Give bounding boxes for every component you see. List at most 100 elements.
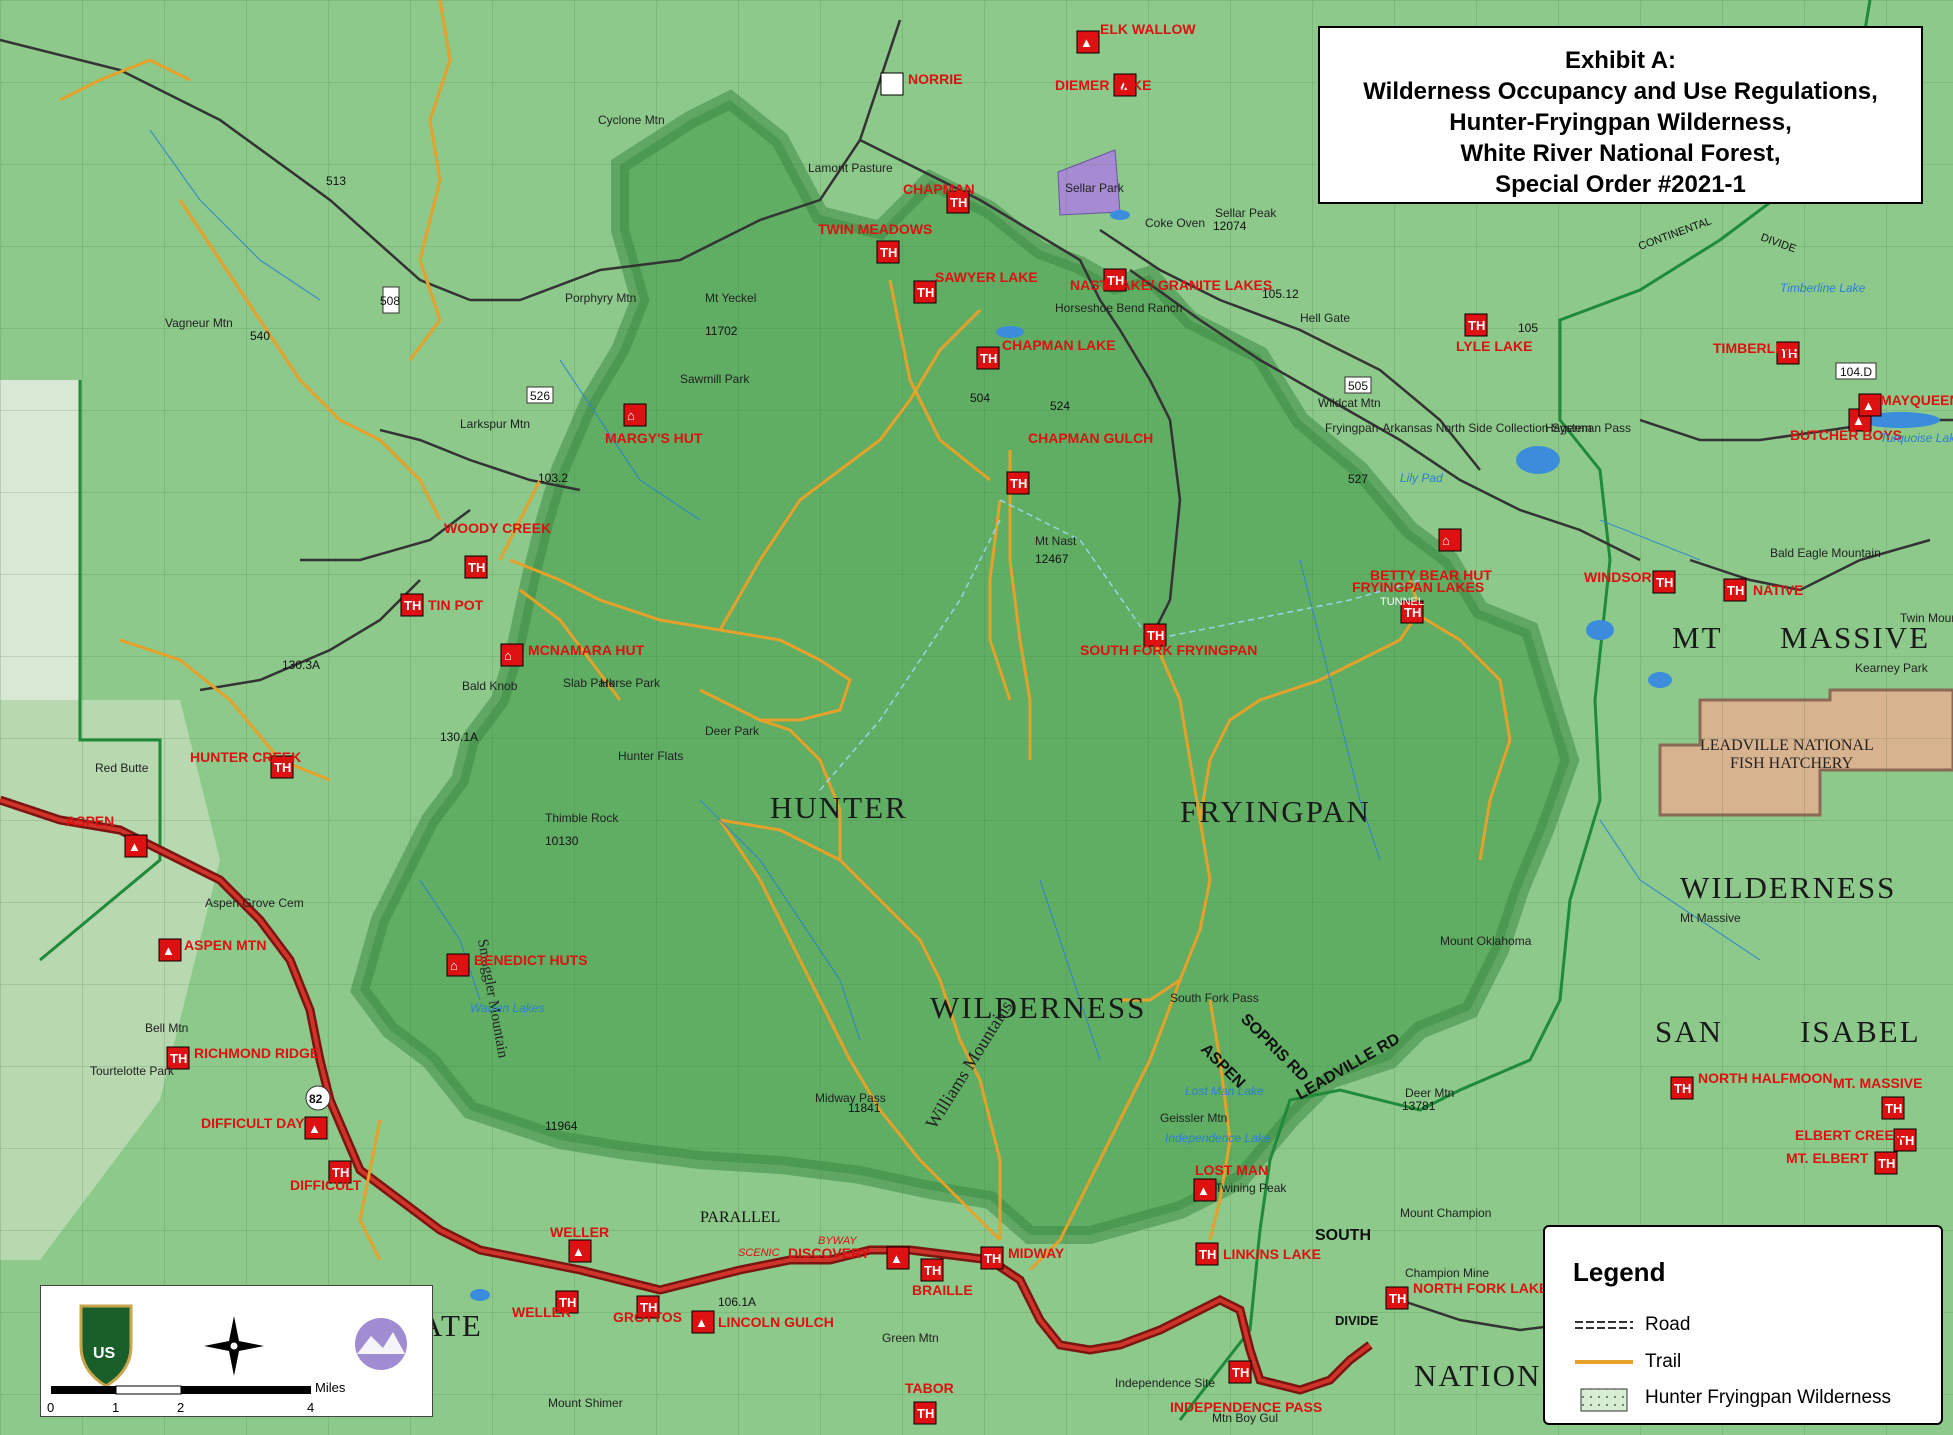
- svg-text:130.1A: 130.1A: [440, 730, 478, 744]
- svg-text:Mount Champion: Mount Champion: [1400, 1206, 1491, 1220]
- trailhead-label: NAST LAKE/ GRANITE LAKES: [1070, 277, 1272, 293]
- trailhead-icon: [568, 1239, 592, 1263]
- svg-text:Sellar Peak: Sellar Peak: [1215, 206, 1277, 220]
- trailhead-icon: [1652, 570, 1676, 594]
- trailhead-label: ELBERT CREEK: [1795, 1127, 1904, 1143]
- trailhead-label: MIDWAY: [1008, 1245, 1065, 1261]
- trailhead-icon: [1723, 578, 1747, 602]
- trailhead-label: MAYQUEEN: [1880, 392, 1953, 408]
- legend-wilderness-label: Hunter Fryingpan Wilderness: [1645, 1387, 1892, 1408]
- trailhead-icon: [1438, 528, 1462, 552]
- trailhead-icon-glyph: ▲: [890, 1251, 903, 1266]
- trailhead-label: MCNAMARA HUT: [528, 642, 645, 658]
- trailhead-marker: ▲DISCOVERY: [788, 1245, 910, 1270]
- trailhead-label: FRYINGPAN LAKES: [1352, 579, 1484, 595]
- trailhead-label: BRAILLE: [912, 1282, 973, 1298]
- trailhead-label: CHAPMAN: [903, 181, 975, 197]
- trailhead-icon: [1385, 1286, 1409, 1310]
- wilderness-symbol: [1573, 1387, 1635, 1412]
- trailhead-label: TABOR: [905, 1380, 954, 1396]
- svg-text:DIVIDE: DIVIDE: [1335, 1313, 1379, 1328]
- svg-text:Horse Park: Horse Park: [600, 676, 661, 690]
- svg-text:US: US: [93, 1345, 116, 1362]
- trailhead-icon: [328, 1160, 352, 1184]
- trailhead-icon: [1858, 393, 1882, 417]
- logo-scale-graphic: US 0 1 2 4 Miles: [47, 1304, 407, 1415]
- trailhead-marker: ▲LINCOLN GULCH: [691, 1310, 834, 1334]
- trailhead-icon-glyph: TH: [924, 1263, 941, 1278]
- svg-text:Hagerman Pass: Hagerman Pass: [1545, 421, 1631, 435]
- trailhead-marker: ■NORRIE: [880, 71, 962, 96]
- svg-text:10130: 10130: [545, 834, 579, 848]
- label-mt: MT: [1672, 620, 1723, 655]
- svg-text:Sellar Park: Sellar Park: [1065, 181, 1125, 195]
- trailhead-label: LINKINS LAKE: [1223, 1246, 1321, 1262]
- trailhead-icon-glyph: TH: [1674, 1081, 1691, 1096]
- forest-boundary-west: [39, 380, 162, 962]
- trailhead-icon-glyph: ⌂: [504, 648, 512, 663]
- svg-text:Mt Massive: Mt Massive: [1680, 911, 1741, 925]
- trailhead-icon: [976, 346, 1000, 370]
- trailhead-icon: [913, 1401, 937, 1425]
- trailhead-icon-glyph: TH: [559, 1295, 576, 1310]
- svg-text:SOUTH: SOUTH: [1315, 1227, 1371, 1244]
- svg-text:Bald Knob: Bald Knob: [462, 679, 518, 693]
- title-line-1: Exhibit A:: [1564, 47, 1677, 74]
- label-massive: MASSIVE: [1780, 620, 1930, 655]
- svg-text:1: 1: [112, 1400, 119, 1415]
- trailhead-icon: [446, 953, 470, 977]
- trailhead-icon-glyph: TH: [468, 560, 485, 575]
- legend-row-wilderness: Hunter Fryingpan Wilderness: [1573, 1385, 1892, 1412]
- trailhead-icon-glyph: TH: [917, 285, 934, 300]
- trailhead-icon-glyph: TH: [880, 245, 897, 260]
- trailhead-icon: [1670, 1076, 1694, 1100]
- legend-heading: Legend: [1573, 1257, 1666, 1287]
- trailhead-icon: [304, 1116, 328, 1140]
- svg-text:Tourtelotte Park: Tourtelotte Park: [90, 1064, 175, 1078]
- title-line-2: Wilderness Occupancy and Use Regulations…: [1363, 78, 1878, 105]
- svg-text:Horseshoe Bend Ranch: Horseshoe Bend Ranch: [1055, 301, 1182, 315]
- svg-text:103.2: 103.2: [538, 471, 568, 485]
- trailhead-icon-glyph: TH: [1107, 273, 1124, 288]
- trailhead-label: WELLER: [550, 1224, 609, 1240]
- trailhead-icon-glyph: TH: [1727, 583, 1744, 598]
- svg-text:11841: 11841: [848, 1101, 881, 1115]
- trailhead-label: MT. MASSIVE: [1833, 1075, 1922, 1091]
- svg-text:Wildcat Mtn: Wildcat Mtn: [1318, 396, 1381, 410]
- svg-text:Lamont Pasture: Lamont Pasture: [808, 161, 893, 175]
- svg-text:Bald Eagle Mountain: Bald Eagle Mountain: [1770, 546, 1881, 560]
- trailhead-marker: ▲LOST MAN: [1193, 1162, 1268, 1202]
- svg-text:Vagneur Mtn: Vagneur Mtn: [165, 316, 233, 330]
- trailhead-marker: ▲WELLER: [550, 1224, 609, 1263]
- trailhead-icon: [1076, 30, 1100, 54]
- svg-text:Independence Lake: Independence Lake: [1165, 1131, 1271, 1145]
- trailhead-label: ASPEN MTN: [184, 937, 266, 953]
- svg-text:Porphyry Mtn: Porphyry Mtn: [565, 291, 636, 305]
- trailhead-icon: [1776, 341, 1800, 365]
- trailhead-label: CHAPMAN GULCH: [1028, 430, 1153, 446]
- trailhead-icon-glyph: TH: [1389, 1291, 1406, 1306]
- svg-text:106.1A: 106.1A: [718, 1295, 756, 1309]
- trailhead-icon: [880, 72, 904, 96]
- svg-text:TUNNEL: TUNNEL: [1380, 596, 1424, 608]
- svg-text:Thimble Rock: Thimble Rock: [545, 811, 619, 825]
- legend-row-road: Road: [1573, 1312, 1690, 1338]
- svg-text:Coke Oven: Coke Oven: [1145, 216, 1205, 230]
- trailhead-icon-glyph: ▲: [162, 943, 175, 958]
- trailhead-label: DIEMER LAKE: [1055, 77, 1151, 93]
- svg-text:Mtn Boy Gul: Mtn Boy Gul: [1212, 1411, 1278, 1425]
- svg-text:2: 2: [177, 1400, 184, 1415]
- svg-text:Mt Nast: Mt Nast: [1035, 534, 1077, 548]
- trailhead-label: LINCOLN GULCH: [718, 1314, 834, 1330]
- svg-text:Mount Shimer: Mount Shimer: [548, 1396, 623, 1410]
- trailhead-icon-glyph: TH: [1147, 628, 1164, 643]
- trailhead-label: NORTH HALFMOON: [1698, 1070, 1833, 1086]
- trailhead-label: SOUTH FORK FRYINGPAN: [1080, 642, 1257, 658]
